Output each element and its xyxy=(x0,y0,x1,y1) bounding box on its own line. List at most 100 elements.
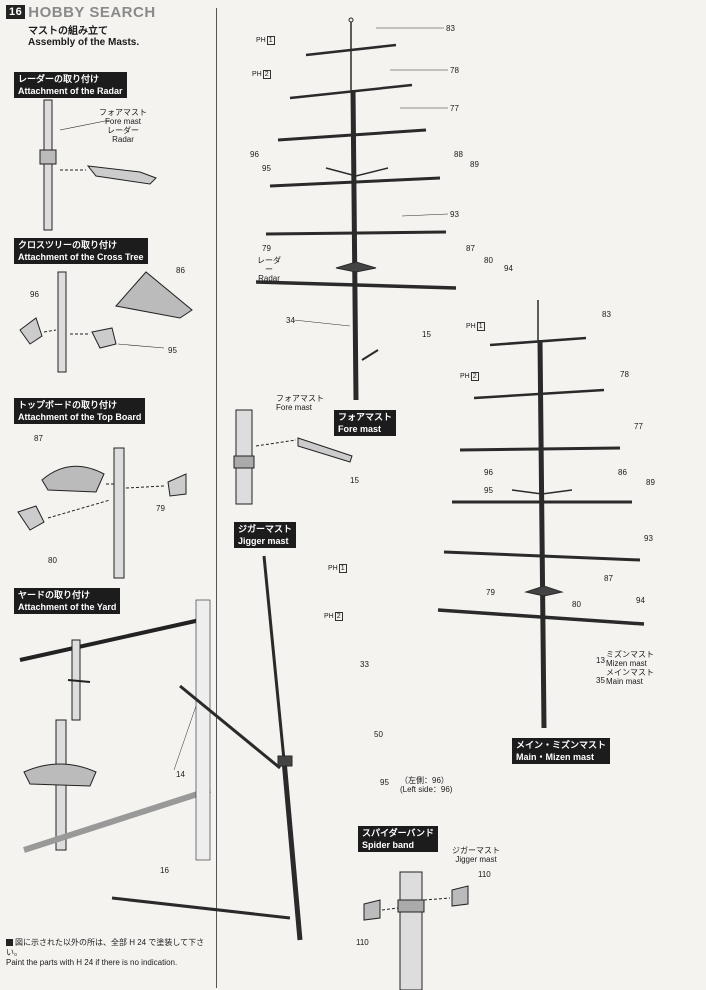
yard-section-header: ヤードの取り付け Attachment of the Yard xyxy=(14,588,121,614)
paint-note: 図に示された以外の所は、全部 H 24 で塗装して下さい。 Paint the … xyxy=(6,938,211,968)
part-number: 93 xyxy=(644,534,653,543)
part-number: 87 xyxy=(604,574,613,583)
jigger-caption-en: Jigger mast xyxy=(238,536,289,546)
topboard-header-jp: トップボードの取り付け xyxy=(18,400,118,410)
part-number: 88 xyxy=(454,150,463,159)
fore-mast-caption-jp: フォアマスト xyxy=(338,412,393,422)
mizen-jp: ミズンマスト xyxy=(606,650,654,659)
part-number: 83 xyxy=(446,24,455,33)
part-number: 80 xyxy=(484,256,493,265)
yard-header-en: Attachment of the Yard xyxy=(18,602,117,612)
part-number: 94 xyxy=(636,596,645,605)
jigger-caption-jp: ジガーマスト xyxy=(238,524,293,534)
fore-detail-en: Fore mast xyxy=(276,403,313,412)
fore-radar-jp: レーダー xyxy=(257,256,281,274)
part-number: 80 xyxy=(48,556,57,565)
part-number: 86 xyxy=(618,468,627,477)
radar-detail-drawing xyxy=(39,99,157,231)
fore-mast-detail-drawing xyxy=(233,409,353,505)
topboard-header-en: Attachment of the Top Board xyxy=(18,412,142,422)
jigger-left-side-note: （左側：96） (Left side：96) xyxy=(400,776,452,794)
fore-radar-label: レーダー Radar xyxy=(254,256,284,283)
label-radar-jp: レーダー xyxy=(107,126,139,135)
part-number: 89 xyxy=(646,478,655,487)
part-number: 34 xyxy=(286,316,295,325)
spider-caption-en: Spider band xyxy=(362,840,415,850)
spider-jigger-jp: ジガーマスト xyxy=(452,846,500,855)
topboard-detail-drawing xyxy=(17,447,187,579)
left-side-en: (Left side：96) xyxy=(400,785,453,794)
part-number: 15 xyxy=(422,330,431,339)
spider-caption-jp: スパイダーバンド xyxy=(362,828,435,838)
part-number: 87 xyxy=(34,434,43,443)
main-jp: メインマスト xyxy=(606,668,654,677)
part-number: 33 xyxy=(360,660,369,669)
crosstree-section-header: クロスツリーの取り付け Attachment of the Cross Tree xyxy=(14,238,148,264)
part-number: 13 xyxy=(596,656,605,665)
part-number: 79 xyxy=(262,244,271,253)
main-mizen-caption-en: Main・Mizen mast xyxy=(516,752,595,762)
main-en: Main mast xyxy=(606,677,643,686)
radar-header-jp: レーダーの取り付け xyxy=(18,74,100,84)
part-number: 93 xyxy=(450,210,459,219)
spider-band-caption: スパイダーバンド Spider band xyxy=(358,826,439,852)
radar-header-en: Attachment of the Radar xyxy=(18,86,123,96)
part-number: 79 xyxy=(486,588,495,597)
paint-note-jp: 図に示された以外の所は、全部 H 24 で塗装して下さい。 xyxy=(6,938,205,957)
main-mizen-caption-jp: メイン・ミズンマスト xyxy=(516,740,607,750)
crosstree-header-jp: クロスツリーの取り付け xyxy=(18,240,118,250)
radar-detail-labels: フォアマスト Fore mast レーダー Radar xyxy=(88,108,158,144)
page-number: 16 xyxy=(6,5,26,19)
fore-mast-caption: フォアマスト Fore mast xyxy=(334,410,397,436)
part-number: 96 xyxy=(484,468,493,477)
part-number: 14 xyxy=(176,770,185,779)
radar-section-header: レーダーの取り付け Attachment of the Radar xyxy=(14,72,127,98)
yard-detail-drawing xyxy=(19,599,211,861)
part-number: 95 xyxy=(168,346,177,355)
part-number: 79 xyxy=(156,504,165,513)
part-number: 78 xyxy=(450,66,459,75)
part-number: 83 xyxy=(602,310,611,319)
part-number: 16 xyxy=(160,866,169,875)
part-number: 87 xyxy=(466,244,475,253)
mizen-en: Mizen mast xyxy=(606,659,647,668)
yard-header-jp: ヤードの取り付け xyxy=(18,590,91,600)
paint-note-en: Paint the parts with H 24 if there is no… xyxy=(6,958,178,967)
spider-jigger-en: Jigger mast xyxy=(455,855,497,864)
part-number: 110 xyxy=(356,938,369,947)
part-number: 89 xyxy=(470,160,479,169)
part-number: 86 xyxy=(176,266,185,275)
note-bullet-icon xyxy=(6,939,13,946)
part-number: 110 xyxy=(478,870,491,879)
part-number: 95 xyxy=(380,778,389,787)
brand-watermark: HOBBY SEARCH xyxy=(28,4,156,21)
page-title: マストの組み立て Assembly of the Masts. xyxy=(28,22,139,48)
fore-detail-jp: フォアマスト xyxy=(276,394,324,403)
jigger-caption: ジガーマスト Jigger mast xyxy=(234,522,297,548)
fore-mast-caption-en: Fore mast xyxy=(338,424,382,434)
part-number: 77 xyxy=(450,104,459,113)
mizen-main-labels: ミズンマスト Mizen mast メインマスト Main mast xyxy=(606,650,654,686)
part-number: 15 xyxy=(350,476,359,485)
part-number: 95 xyxy=(484,486,493,495)
part-number: 96 xyxy=(250,150,259,159)
fore-mast-drawing xyxy=(255,17,457,401)
part-number: 96 xyxy=(30,290,39,299)
part-number: 35 xyxy=(596,676,605,685)
left-side-jp: （左側：96） xyxy=(400,776,449,785)
part-number: 95 xyxy=(262,164,271,173)
main-mizen-mast-drawing xyxy=(437,300,645,729)
crosstree-header-en: Attachment of the Cross Tree xyxy=(18,252,144,262)
part-number: 94 xyxy=(504,264,513,273)
page-title-jp: マストの組み立て xyxy=(28,26,108,37)
topboard-section-header: トップボードの取り付け Attachment of the Top Board xyxy=(14,398,146,424)
